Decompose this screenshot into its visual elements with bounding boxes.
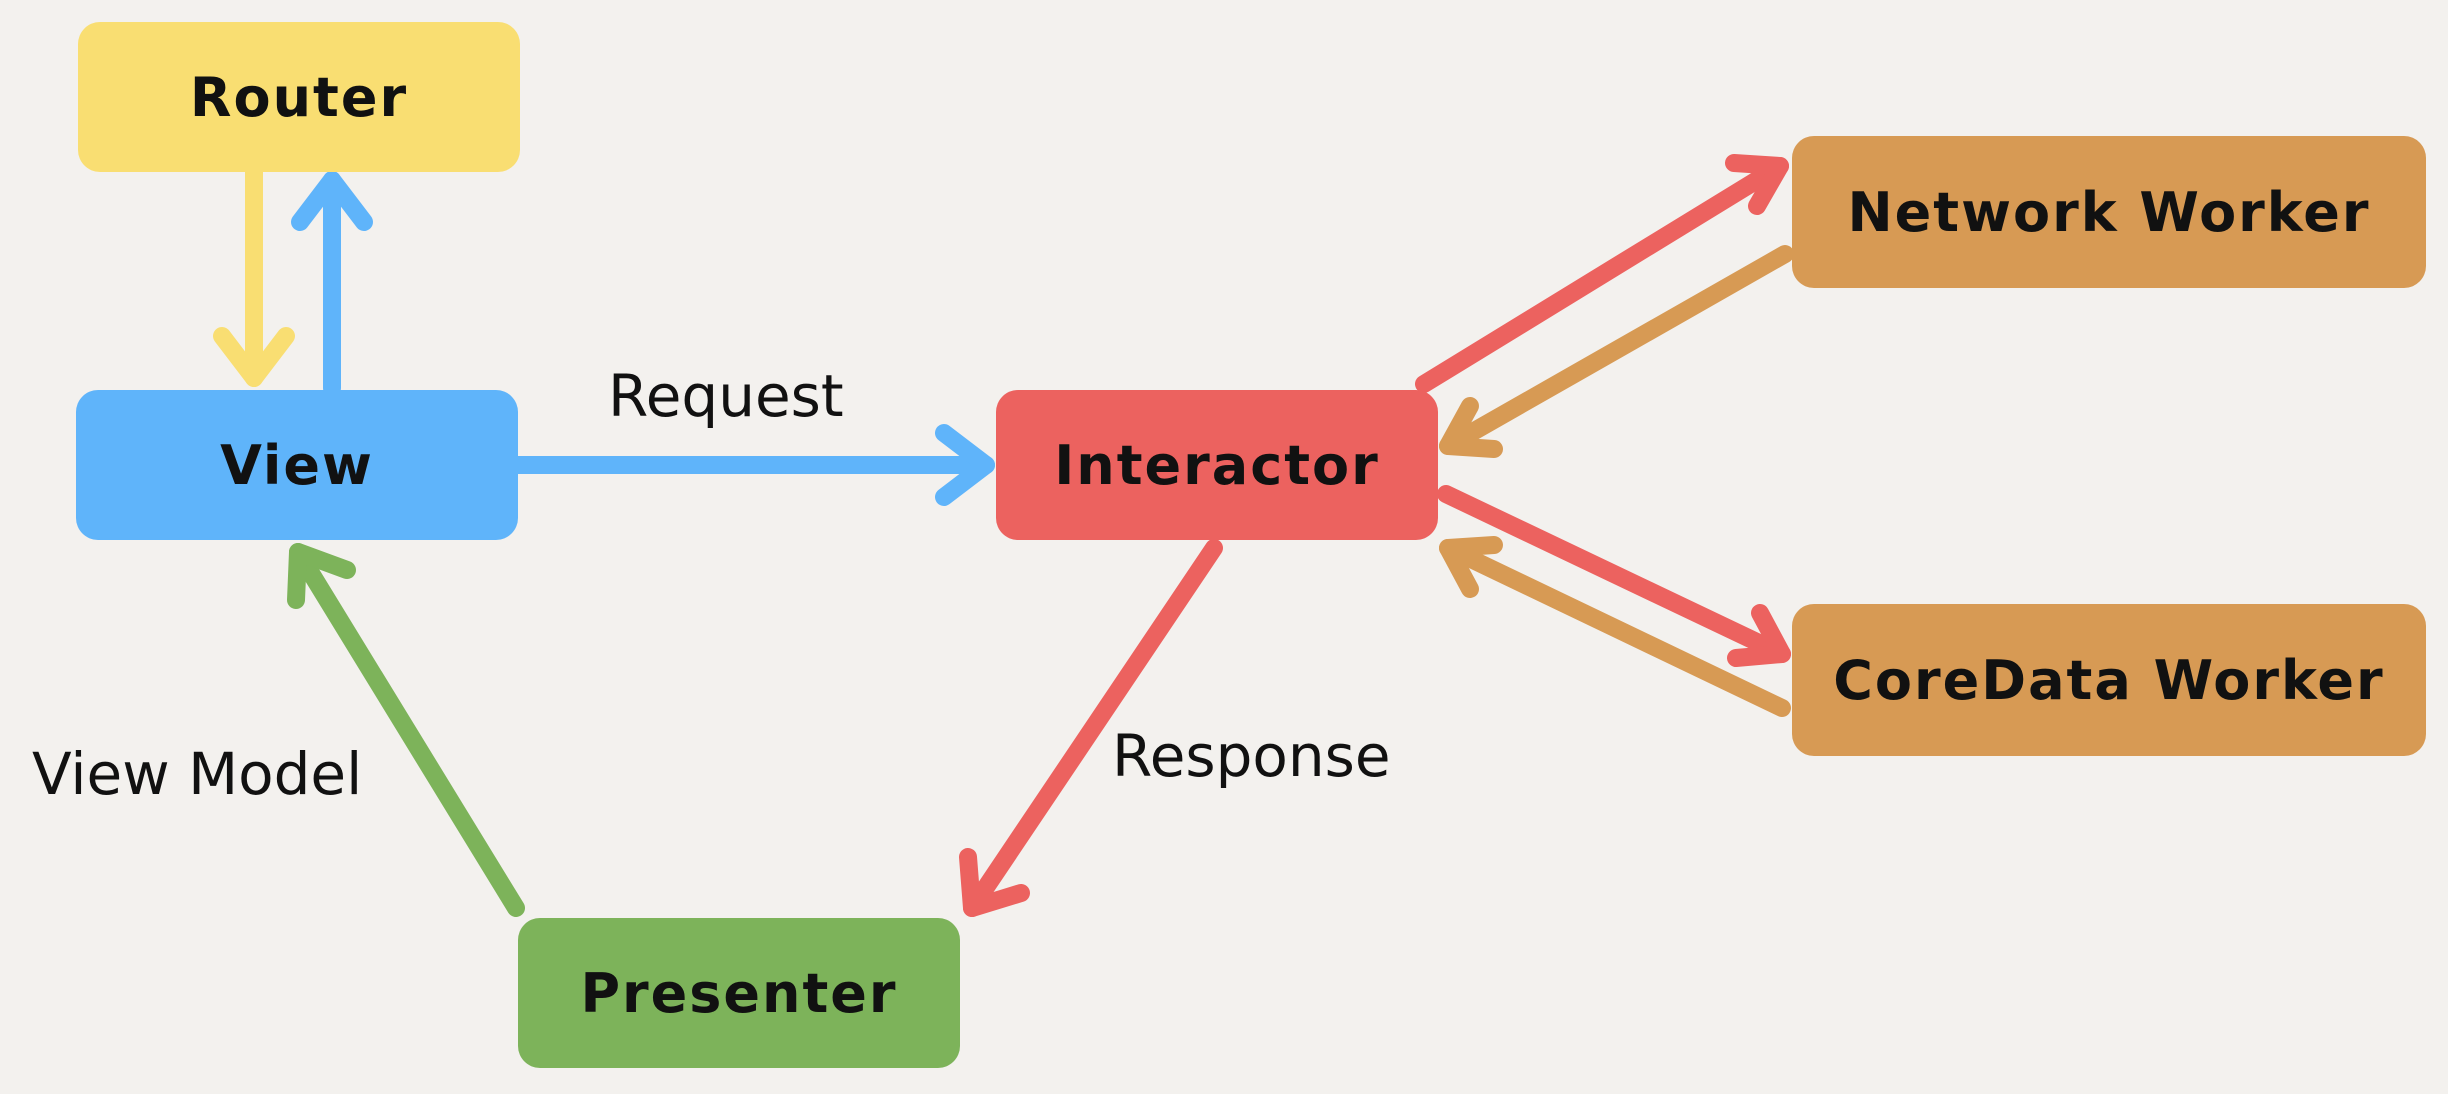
- coredata-to-interactor-arrow: [1439, 536, 1791, 717]
- request-label: Request: [608, 362, 844, 430]
- network-worker-label: Network Worker: [1847, 180, 2371, 244]
- interactor-to-network-arrow: [1415, 154, 1789, 393]
- network-worker-node: Network Worker: [1792, 136, 2426, 288]
- presenter-label: Presenter: [580, 961, 898, 1025]
- coredata-worker-node: CoreData Worker: [1792, 604, 2426, 756]
- view-model-label: View Model: [32, 740, 363, 808]
- router-to-view-arrow: [213, 163, 295, 387]
- view-label: View: [220, 433, 374, 497]
- interactor-label: Interactor: [1054, 433, 1380, 497]
- view-to-interactor-arrow: [509, 424, 995, 506]
- router-node: Router: [78, 22, 520, 172]
- network-to-interactor-arrow: [1439, 245, 1794, 458]
- view-node: View: [76, 390, 518, 540]
- presenter-node: Presenter: [518, 918, 960, 1068]
- interactor-to-presenter-arrow: [959, 539, 1223, 917]
- interactor-to-coredata-arrow: [1437, 485, 1791, 667]
- response-label: Response: [1112, 722, 1391, 790]
- presenter-to-view-arrow: [287, 543, 525, 917]
- coredata-worker-label: CoreData Worker: [1833, 648, 2385, 712]
- interactor-node: Interactor: [996, 390, 1438, 540]
- router-label: Router: [189, 65, 409, 129]
- view-to-router-arrow: [291, 171, 373, 397]
